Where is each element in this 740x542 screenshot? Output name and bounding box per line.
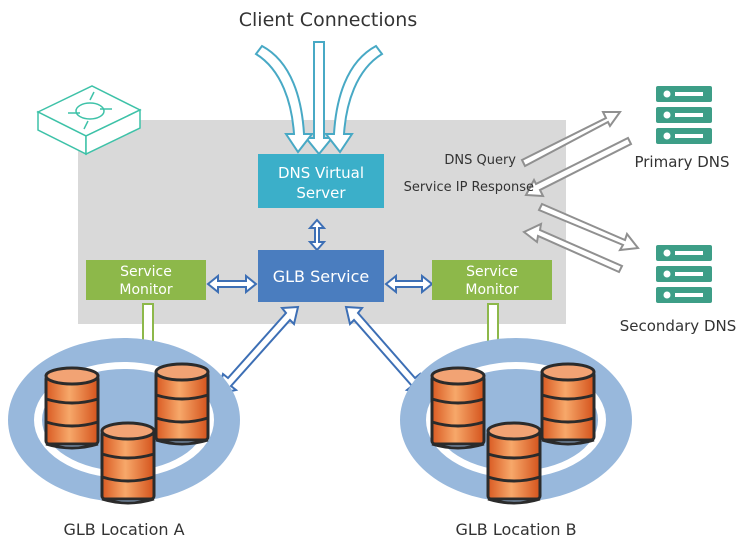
database-icon [540,362,596,446]
glb-service-label: GLB Service [273,267,370,286]
service-monitor-left-box [86,260,206,300]
title: Client Connections [239,9,417,31]
service-monitor-right-line2: Monitor [465,282,518,298]
database-icon [44,366,100,450]
dns-query-arrows [520,111,640,274]
database-icon [486,421,542,505]
server-icon [656,86,712,144]
service-monitor-right-box [432,260,552,300]
database-icon [100,421,156,505]
dns-virtual-server-line1: DNS Virtual [278,164,364,182]
database-icon [430,366,486,450]
glb-location-b-label: GLB Location B [455,520,576,539]
router-icon [36,85,142,156]
dns-virtual-server-box [258,154,384,208]
server-icon [656,245,712,303]
database-icon [154,362,210,446]
primary-dns-label: Primary DNS [634,153,729,171]
dns-query-label: DNS Query [444,153,516,168]
service-monitor-left-line2: Monitor [119,282,172,298]
service-monitor-left-line1: Service [120,264,172,280]
client-connection-arrows [254,41,384,156]
glb-service-box [258,250,384,302]
service-ip-response-label: Service IP Response [404,180,534,195]
glb-location-a-label: GLB Location A [63,520,184,539]
dns-virtual-server-line2: Server [296,184,346,202]
service-monitor-right-line1: Service [466,264,518,280]
secondary-dns-label: Secondary DNS [620,317,737,335]
